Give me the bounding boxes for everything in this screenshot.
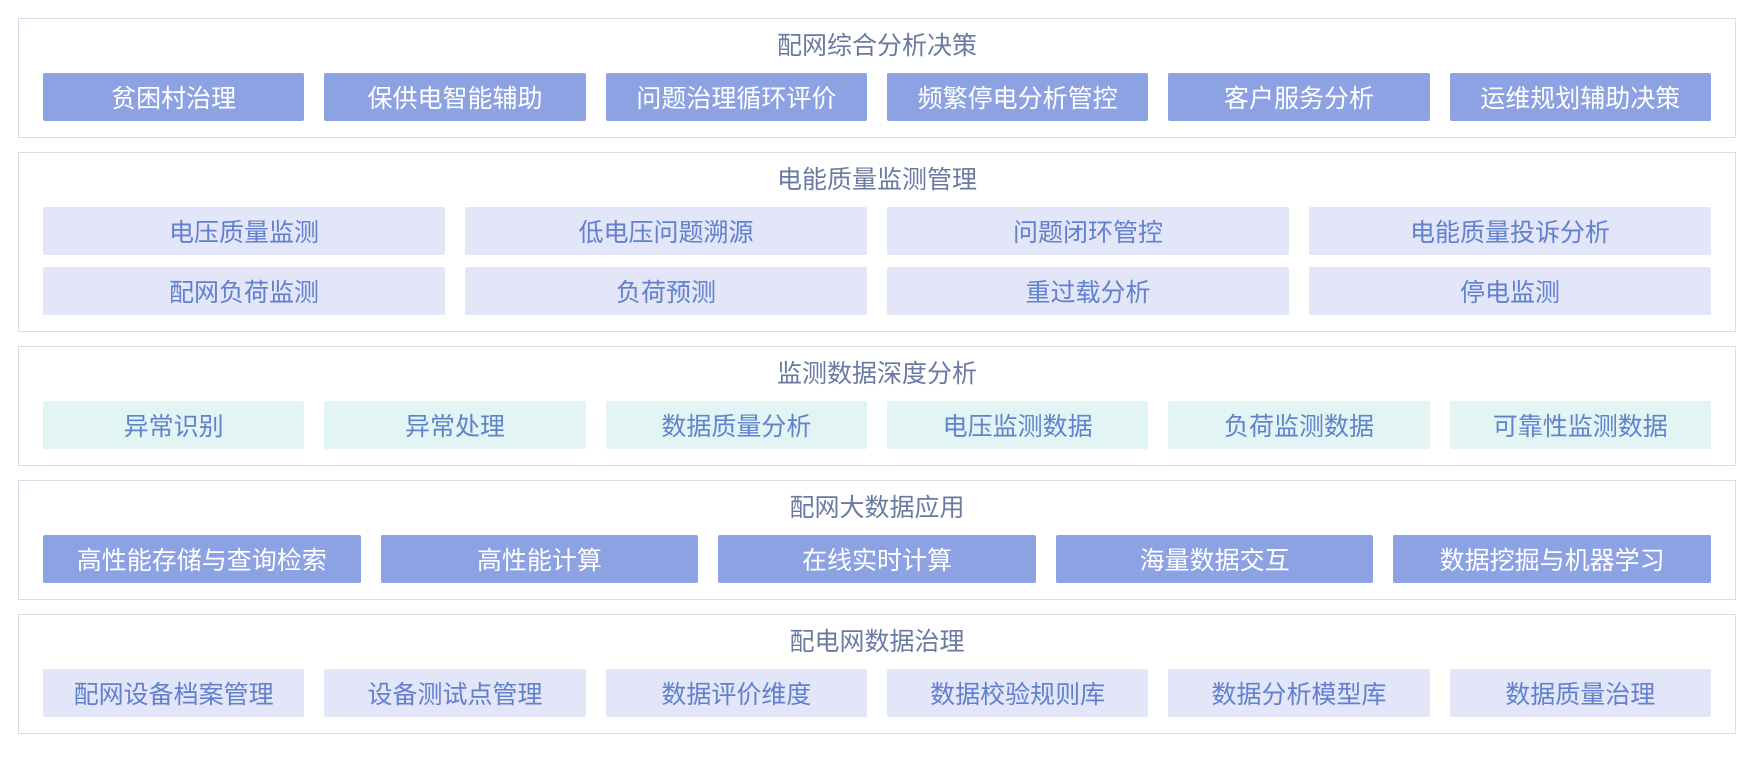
tile-button[interactable]: 配网设备档案管理: [43, 669, 305, 717]
section-title-comprehensive-analysis-decision: 配网综合分析决策: [776, 32, 977, 60]
tile-button[interactable]: 可靠性监测数据: [1449, 401, 1711, 449]
button-row: 配网负荷监测负荷预测重过载分析停电监测: [43, 267, 1711, 315]
button-row: 高性能存储与查询检索高性能计算在线实时计算海量数据交互数据挖掘与机器学习: [43, 535, 1711, 583]
tile-button[interactable]: 在线实时计算: [718, 535, 1036, 583]
tile-button[interactable]: 异常处理: [324, 401, 586, 449]
section-distribution-big-data-application: 配网大数据应用高性能存储与查询检索高性能计算在线实时计算海量数据交互数据挖掘与机…: [18, 480, 1736, 600]
tile-button[interactable]: 数据校验规则库: [886, 669, 1149, 717]
tile-button[interactable]: 电压监测数据: [886, 401, 1149, 449]
section-title-distribution-network-data-governance: 配电网数据治理: [789, 628, 965, 656]
tile-button[interactable]: 运维规划辅助决策: [1449, 73, 1711, 121]
tile-button[interactable]: 数据质量治理: [1449, 669, 1711, 717]
tile-button[interactable]: 客户服务分析: [1168, 73, 1430, 121]
tile-button[interactable]: 贫困村治理: [43, 73, 305, 121]
tile-button[interactable]: 数据质量分析: [605, 401, 867, 449]
button-row: 配网设备档案管理设备测试点管理数据评价维度数据校验规则库数据分析模型库数据质量治…: [43, 669, 1711, 717]
tile-button[interactable]: 高性能存储与查询检索: [43, 535, 361, 583]
tile-button[interactable]: 负荷预测: [465, 267, 867, 315]
tile-button[interactable]: 问题治理循环评价: [605, 73, 867, 121]
tile-button[interactable]: 数据评价维度: [605, 669, 867, 717]
tile-button[interactable]: 低电压问题溯源: [465, 207, 867, 255]
tile-button[interactable]: 异常识别: [43, 401, 305, 449]
tile-button[interactable]: 设备测试点管理: [324, 669, 586, 717]
tile-button[interactable]: 负荷监测数据: [1168, 401, 1430, 449]
tile-button[interactable]: 高性能计算: [380, 535, 699, 583]
tile-button[interactable]: 配网负荷监测: [43, 267, 445, 315]
button-row: 异常识别异常处理数据质量分析电压监测数据负荷监测数据可靠性监测数据: [43, 401, 1711, 449]
tile-button[interactable]: 电压质量监测: [43, 207, 445, 255]
tile-button[interactable]: 频繁停电分析管控: [886, 73, 1149, 121]
section-power-quality-monitoring-management: 电能质量监测管理电压质量监测低电压问题溯源问题闭环管控电能质量投诉分析配网负荷监…: [18, 152, 1736, 332]
tile-button[interactable]: 数据分析模型库: [1168, 669, 1430, 717]
tile-button[interactable]: 海量数据交互: [1055, 535, 1374, 583]
tile-button[interactable]: 停电监测: [1309, 267, 1711, 315]
tile-button[interactable]: 数据挖掘与机器学习: [1393, 535, 1711, 583]
tile-button[interactable]: 重过载分析: [887, 267, 1289, 315]
tile-button[interactable]: 问题闭环管控: [887, 207, 1289, 255]
tile-button[interactable]: 保供电智能辅助: [324, 73, 586, 121]
section-distribution-network-data-governance: 配电网数据治理配网设备档案管理设备测试点管理数据评价维度数据校验规则库数据分析模…: [18, 614, 1736, 734]
section-title-distribution-big-data-application: 配网大数据应用: [789, 494, 965, 522]
section-comprehensive-analysis-decision: 配网综合分析决策贫困村治理保供电智能辅助问题治理循环评价频繁停电分析管控客户服务…: [18, 18, 1736, 138]
button-row: 电压质量监测低电压问题溯源问题闭环管控电能质量投诉分析: [43, 207, 1711, 255]
section-title-monitoring-data-deep-analysis: 监测数据深度分析: [776, 360, 977, 388]
button-row: 贫困村治理保供电智能辅助问题治理循环评价频繁停电分析管控客户服务分析运维规划辅助…: [43, 73, 1711, 121]
tile-button[interactable]: 电能质量投诉分析: [1309, 207, 1711, 255]
section-title-power-quality-monitoring-management: 电能质量监测管理: [776, 166, 977, 194]
section-monitoring-data-deep-analysis: 监测数据深度分析异常识别异常处理数据质量分析电压监测数据负荷监测数据可靠性监测数…: [18, 346, 1736, 466]
